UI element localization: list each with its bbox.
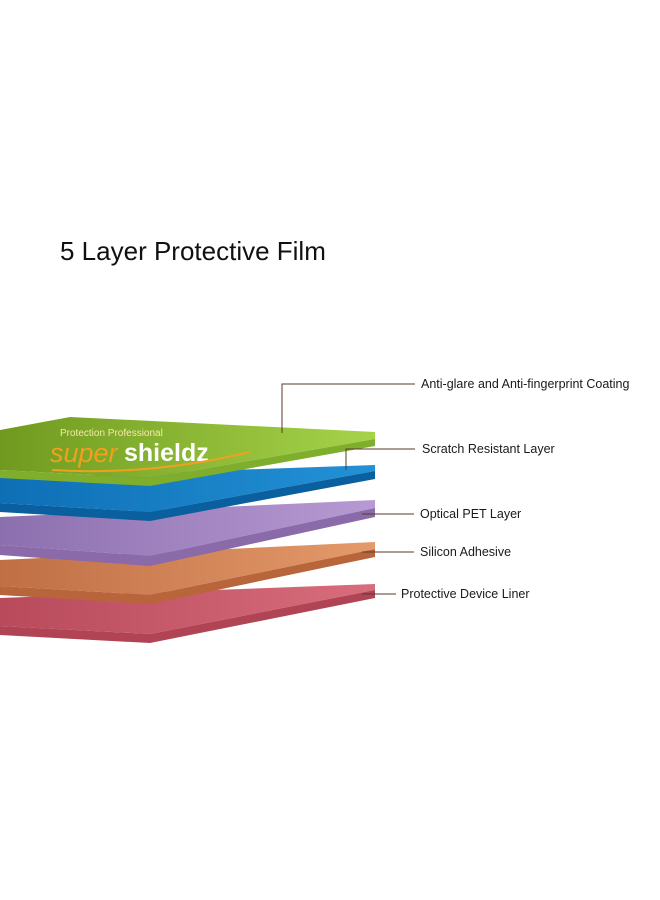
layer-top-face (0, 417, 375, 478)
layer-edge (0, 439, 375, 486)
layer-edge (0, 590, 375, 643)
leader-line-scratch-resistant (345, 448, 415, 470)
layer-edge (0, 549, 375, 604)
brand-logo: super shieldz (50, 438, 251, 473)
leader-lines (281, 383, 415, 595)
brand-swoosh (51, 451, 251, 473)
label-anti-glare: Anti-glare and Anti-fingerprint Coating (421, 377, 630, 391)
layer-anti-glare: Protection Professional super shieldz (0, 417, 375, 486)
layer-silicon-adhesive (0, 542, 375, 604)
layer-labels: Anti-glare and Anti-fingerprint Coating … (401, 377, 630, 601)
brand-tagline: Protection Professional (60, 428, 163, 439)
label-protective-device-liner: Protective Device Liner (401, 587, 530, 601)
layer-edge (0, 471, 375, 521)
label-scratch-resistant: Scratch Resistant Layer (422, 442, 555, 456)
label-silicon-adhesive: Silicon Adhesive (420, 545, 511, 559)
layer-top-face (0, 542, 375, 595)
leader-line-anti-glare (281, 383, 415, 433)
brand-name-part1: super (50, 438, 119, 468)
page-title: 5 Layer Protective Film (60, 236, 326, 266)
label-optical-pet: Optical PET Layer (420, 507, 521, 521)
layer-edge (0, 508, 375, 566)
